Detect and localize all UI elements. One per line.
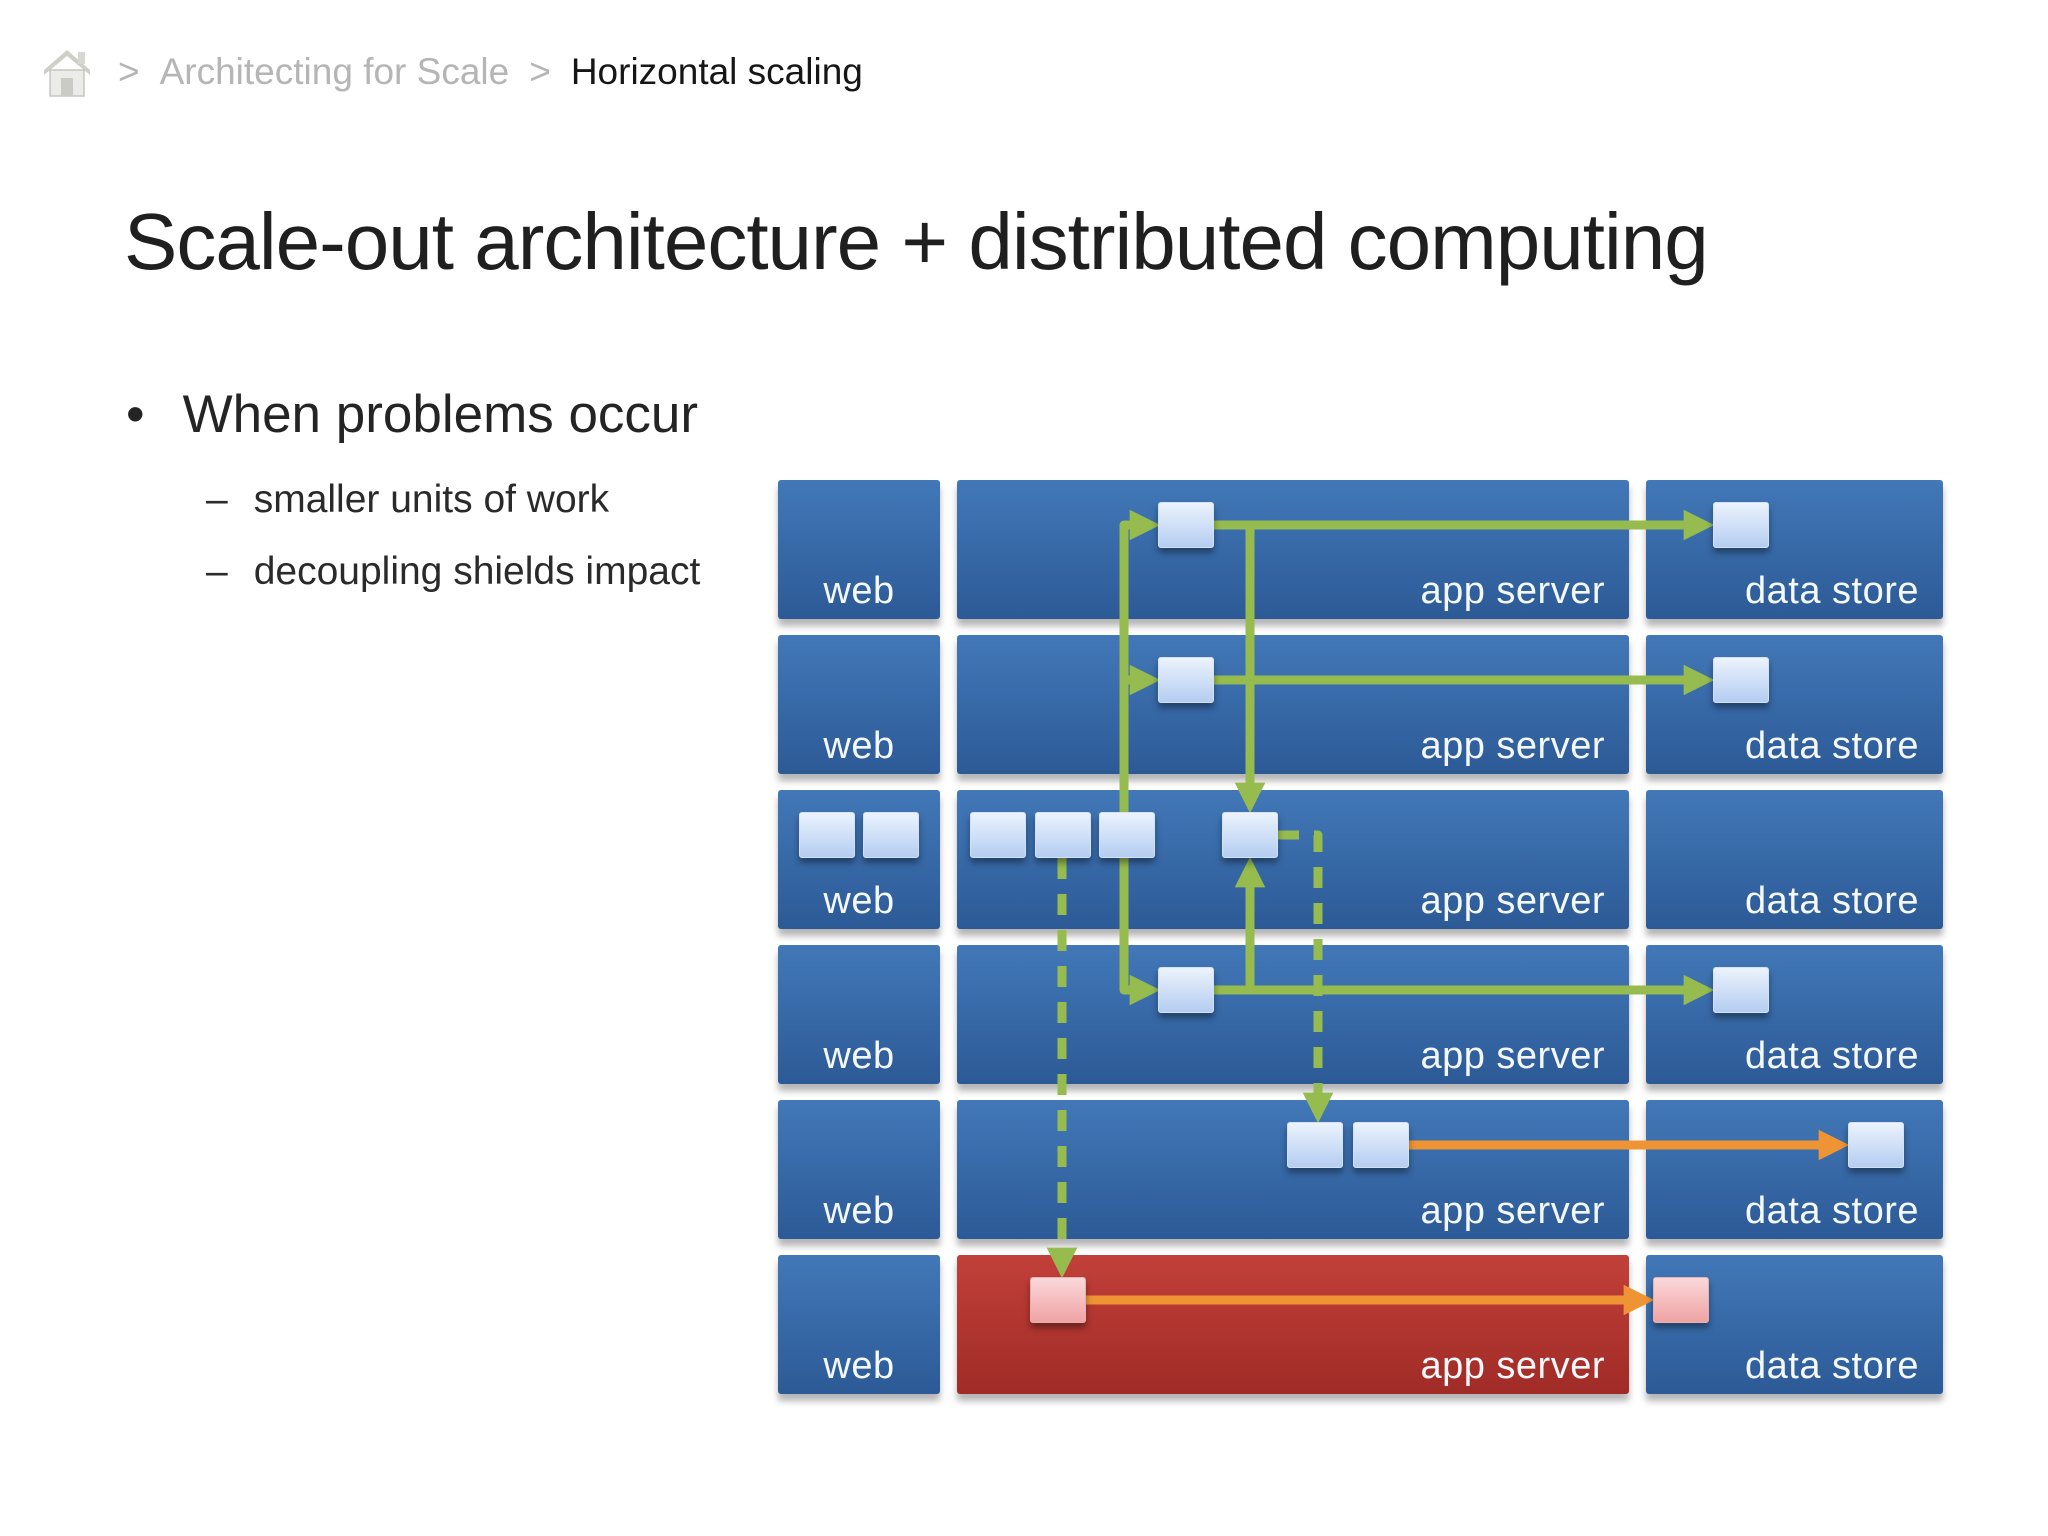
- app-server-label: app server: [1420, 1190, 1605, 1232]
- web-label: web: [823, 570, 895, 612]
- connector-overlay: [1046, 509, 1850, 1316]
- app-server-box-row1: app server: [957, 480, 1629, 619]
- data-store-label: data store: [1745, 1345, 1919, 1387]
- data-store-box-row1: data store: [1646, 480, 1943, 619]
- web-box-row1: web: [778, 480, 940, 619]
- work-item: [1158, 502, 1214, 548]
- work-item: [1222, 812, 1278, 858]
- arrow-dispatch-trunk: [1119, 509, 1161, 1006]
- data-store-label: data store: [1745, 880, 1919, 922]
- web-box-row5: web: [778, 1100, 940, 1239]
- web-box-row6: web: [778, 1255, 940, 1394]
- work-item: [1848, 1122, 1904, 1168]
- bullet-marker: •: [126, 385, 145, 444]
- data-store-label: data store: [1745, 1190, 1919, 1232]
- app-server-label: app server: [1420, 1345, 1605, 1387]
- work-item: [1287, 1122, 1343, 1168]
- work-item: [970, 812, 1026, 858]
- sub-bullet-item: – smaller units of work: [206, 478, 609, 522]
- work-item-failed: [1653, 1277, 1709, 1323]
- app-server-label: app server: [1420, 570, 1605, 612]
- work-item: [863, 812, 919, 858]
- breadcrumb-separator: >: [118, 51, 140, 92]
- web-label: web: [823, 880, 895, 922]
- breadcrumb-current[interactable]: Horizontal scaling: [570, 51, 863, 92]
- work-item: [1158, 967, 1214, 1013]
- data-store-label: data store: [1745, 1035, 1919, 1077]
- work-item: [1713, 657, 1769, 703]
- work-item: [1713, 967, 1769, 1013]
- work-item: [1158, 657, 1214, 703]
- sub-bullet-marker: –: [206, 478, 228, 521]
- scale-out-diagram: web app server data store web app server…: [778, 480, 1943, 1394]
- bullet-item: • When problems occur: [126, 384, 698, 445]
- work-item: [1035, 812, 1091, 858]
- web-box-row4: web: [778, 945, 940, 1084]
- page-title: Scale-out architecture + distributed com…: [124, 197, 1709, 286]
- sub-bullet-text: smaller units of work: [253, 478, 610, 521]
- web-label: web: [823, 1190, 895, 1232]
- data-store-box-row3: data store: [1646, 790, 1943, 929]
- bullet-text: When problems occur: [182, 385, 699, 444]
- work-item: [799, 812, 855, 858]
- web-label: web: [823, 1345, 895, 1387]
- app-server-label: app server: [1420, 1035, 1605, 1077]
- web-label: web: [823, 1035, 895, 1077]
- data-store-label: data store: [1745, 725, 1919, 767]
- app-server-label: app server: [1420, 880, 1605, 922]
- web-label: web: [823, 725, 895, 767]
- app-server-box-row2: app server: [957, 635, 1629, 774]
- work-item: [1713, 502, 1769, 548]
- sub-bullet-marker: –: [206, 550, 228, 593]
- work-item-failed: [1030, 1277, 1086, 1323]
- work-item: [1353, 1122, 1409, 1168]
- sub-bullet-text: decoupling shields impact: [253, 550, 701, 593]
- arrow-dashed-to-row5: [1278, 830, 1334, 1124]
- data-store-box-row2: data store: [1646, 635, 1943, 774]
- work-item: [1099, 812, 1155, 858]
- home-icon[interactable]: [36, 44, 98, 100]
- breadcrumb-separator: >: [529, 51, 551, 92]
- web-box-row2: web: [778, 635, 940, 774]
- data-store-label: data store: [1745, 570, 1919, 612]
- breadcrumb-parent[interactable]: Architecting for Scale: [159, 51, 510, 92]
- app-server-box-row4: app server: [957, 945, 1629, 1084]
- breadcrumb: > Architecting for Scale > Horizontal sc…: [36, 44, 863, 100]
- data-store-box-row4: data store: [1646, 945, 1943, 1084]
- sub-bullet-item: – decoupling shields impact: [206, 550, 700, 594]
- app-server-label: app server: [1420, 725, 1605, 767]
